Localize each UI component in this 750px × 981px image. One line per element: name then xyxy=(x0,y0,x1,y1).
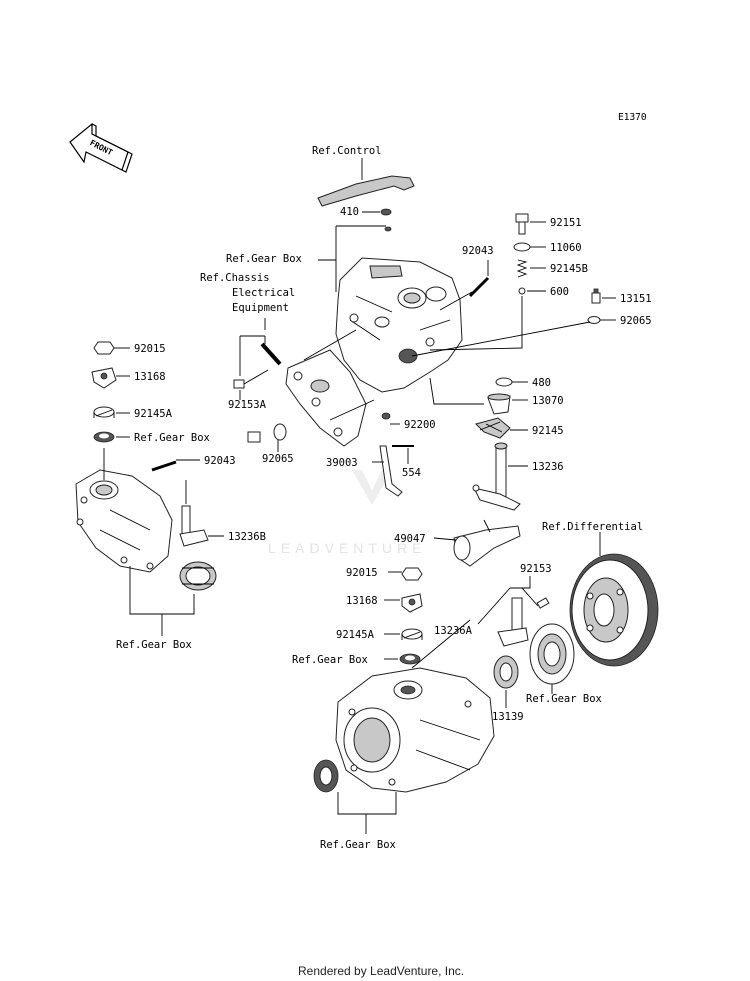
label-49047: 49047 xyxy=(394,533,426,545)
gear-left-small xyxy=(179,561,217,591)
differential-ring-gear xyxy=(569,553,659,667)
label-13168-low: 13168 xyxy=(346,595,378,607)
washer-11060 xyxy=(513,242,531,252)
label-ref-gear-box-right: Ref.Gear Box xyxy=(526,693,602,705)
nut-92015-low xyxy=(401,567,423,581)
shaft-13236b xyxy=(179,505,209,547)
label-13151: 13151 xyxy=(620,293,652,305)
nut-92015-left xyxy=(93,341,115,355)
bolt-92153 xyxy=(536,597,550,609)
shaft-13236 xyxy=(472,442,521,511)
label-39003: 39003 xyxy=(326,457,358,469)
label-92145a-left: 92145A xyxy=(134,408,173,420)
label-92065-mid: 92065 xyxy=(262,453,294,465)
bolt-small-mid xyxy=(247,431,261,443)
housing-cover xyxy=(285,329,375,447)
label-ref-chassis-3: Equipment xyxy=(232,302,289,314)
bearing-ref-gear-box-right xyxy=(529,623,575,685)
label-13139: 13139 xyxy=(492,711,524,723)
label-ref-control: Ref.Control xyxy=(312,145,382,157)
diagram-code: E1370 xyxy=(618,112,647,123)
front-arrow-icon: FRONT xyxy=(69,122,133,173)
label-92145: 92145 xyxy=(532,425,564,437)
label-92151: 92151 xyxy=(550,217,582,229)
bearing-13139 xyxy=(493,655,519,689)
label-92015-low: 92015 xyxy=(346,567,378,579)
label-ref-gear-box-left: Ref.Gear Box xyxy=(134,432,210,444)
lever-13168-left xyxy=(91,367,117,389)
label-92153a: 92153A xyxy=(228,399,267,411)
seal-bottom-left xyxy=(313,759,339,793)
footer-credit: Rendered by LeadVenture, Inc. xyxy=(298,964,464,978)
washer-92065-mid xyxy=(273,423,287,441)
switch-13151 xyxy=(591,288,601,304)
spring-92145b xyxy=(516,259,528,278)
label-92200: 92200 xyxy=(404,419,436,431)
bolt-92151 xyxy=(515,213,529,235)
label-13236b: 13236B xyxy=(228,531,266,543)
label-ref-gear-box-bl: Ref.Gear Box xyxy=(116,639,192,651)
label-92015-left: 92015 xyxy=(134,343,166,355)
label-92145a-low: 92145A xyxy=(336,629,375,641)
label-ref-differential: Ref.Differential xyxy=(542,521,643,533)
label-92043-top: 92043 xyxy=(462,245,494,257)
spring-92145a-low xyxy=(401,628,423,640)
label-13168-left: 13168 xyxy=(134,371,166,383)
label-13070: 13070 xyxy=(532,395,564,407)
collar-13070 xyxy=(487,393,511,415)
transmission-housing xyxy=(335,257,463,393)
gear-case-left xyxy=(75,469,173,573)
bolt-92153a xyxy=(233,369,269,389)
ref-control-bracket xyxy=(317,158,415,207)
washer-92200 xyxy=(381,412,391,420)
spring-92145 xyxy=(475,417,511,439)
label-13236a: 13236A xyxy=(434,625,473,637)
seal-ref-gear-box-low xyxy=(399,653,421,665)
lever-13168-low xyxy=(401,593,423,613)
label-ref-gear-box-low: Ref.Gear Box xyxy=(292,654,368,666)
label-554: 554 xyxy=(402,467,421,479)
washer-410 xyxy=(380,208,392,216)
seal-ref-gear-box-left xyxy=(93,431,115,443)
differential-housing xyxy=(335,667,495,793)
label-11060: 11060 xyxy=(550,242,582,254)
circlip-480 xyxy=(495,377,513,387)
label-ref-gear-box-top: Ref.Gear Box xyxy=(226,253,302,265)
label-ref-gear-box-bottom: Ref.Gear Box xyxy=(320,839,396,851)
watermark: LEADVENTURE xyxy=(268,470,426,556)
ball-600 xyxy=(518,287,526,295)
shaft-13236a xyxy=(497,597,529,647)
label-480: 480 xyxy=(532,377,551,389)
watermark-text: LEADVENTURE xyxy=(268,540,426,556)
label-92043-left: 92043 xyxy=(204,455,236,467)
label-92153: 92153 xyxy=(520,563,552,575)
label-ref-chassis-1: Ref.Chassis xyxy=(200,272,270,284)
label-92065-right: 92065 xyxy=(620,315,652,327)
label-ref-chassis-2: Electrical xyxy=(232,287,295,299)
rod-39003 xyxy=(379,445,403,497)
label-410: 410 xyxy=(340,206,359,218)
spring-92145a-left xyxy=(93,406,115,418)
label-13236: 13236 xyxy=(532,461,564,473)
label-92145b: 92145B xyxy=(550,263,588,275)
label-600: 600 xyxy=(550,286,569,298)
shift-fork-49047 xyxy=(453,519,521,567)
